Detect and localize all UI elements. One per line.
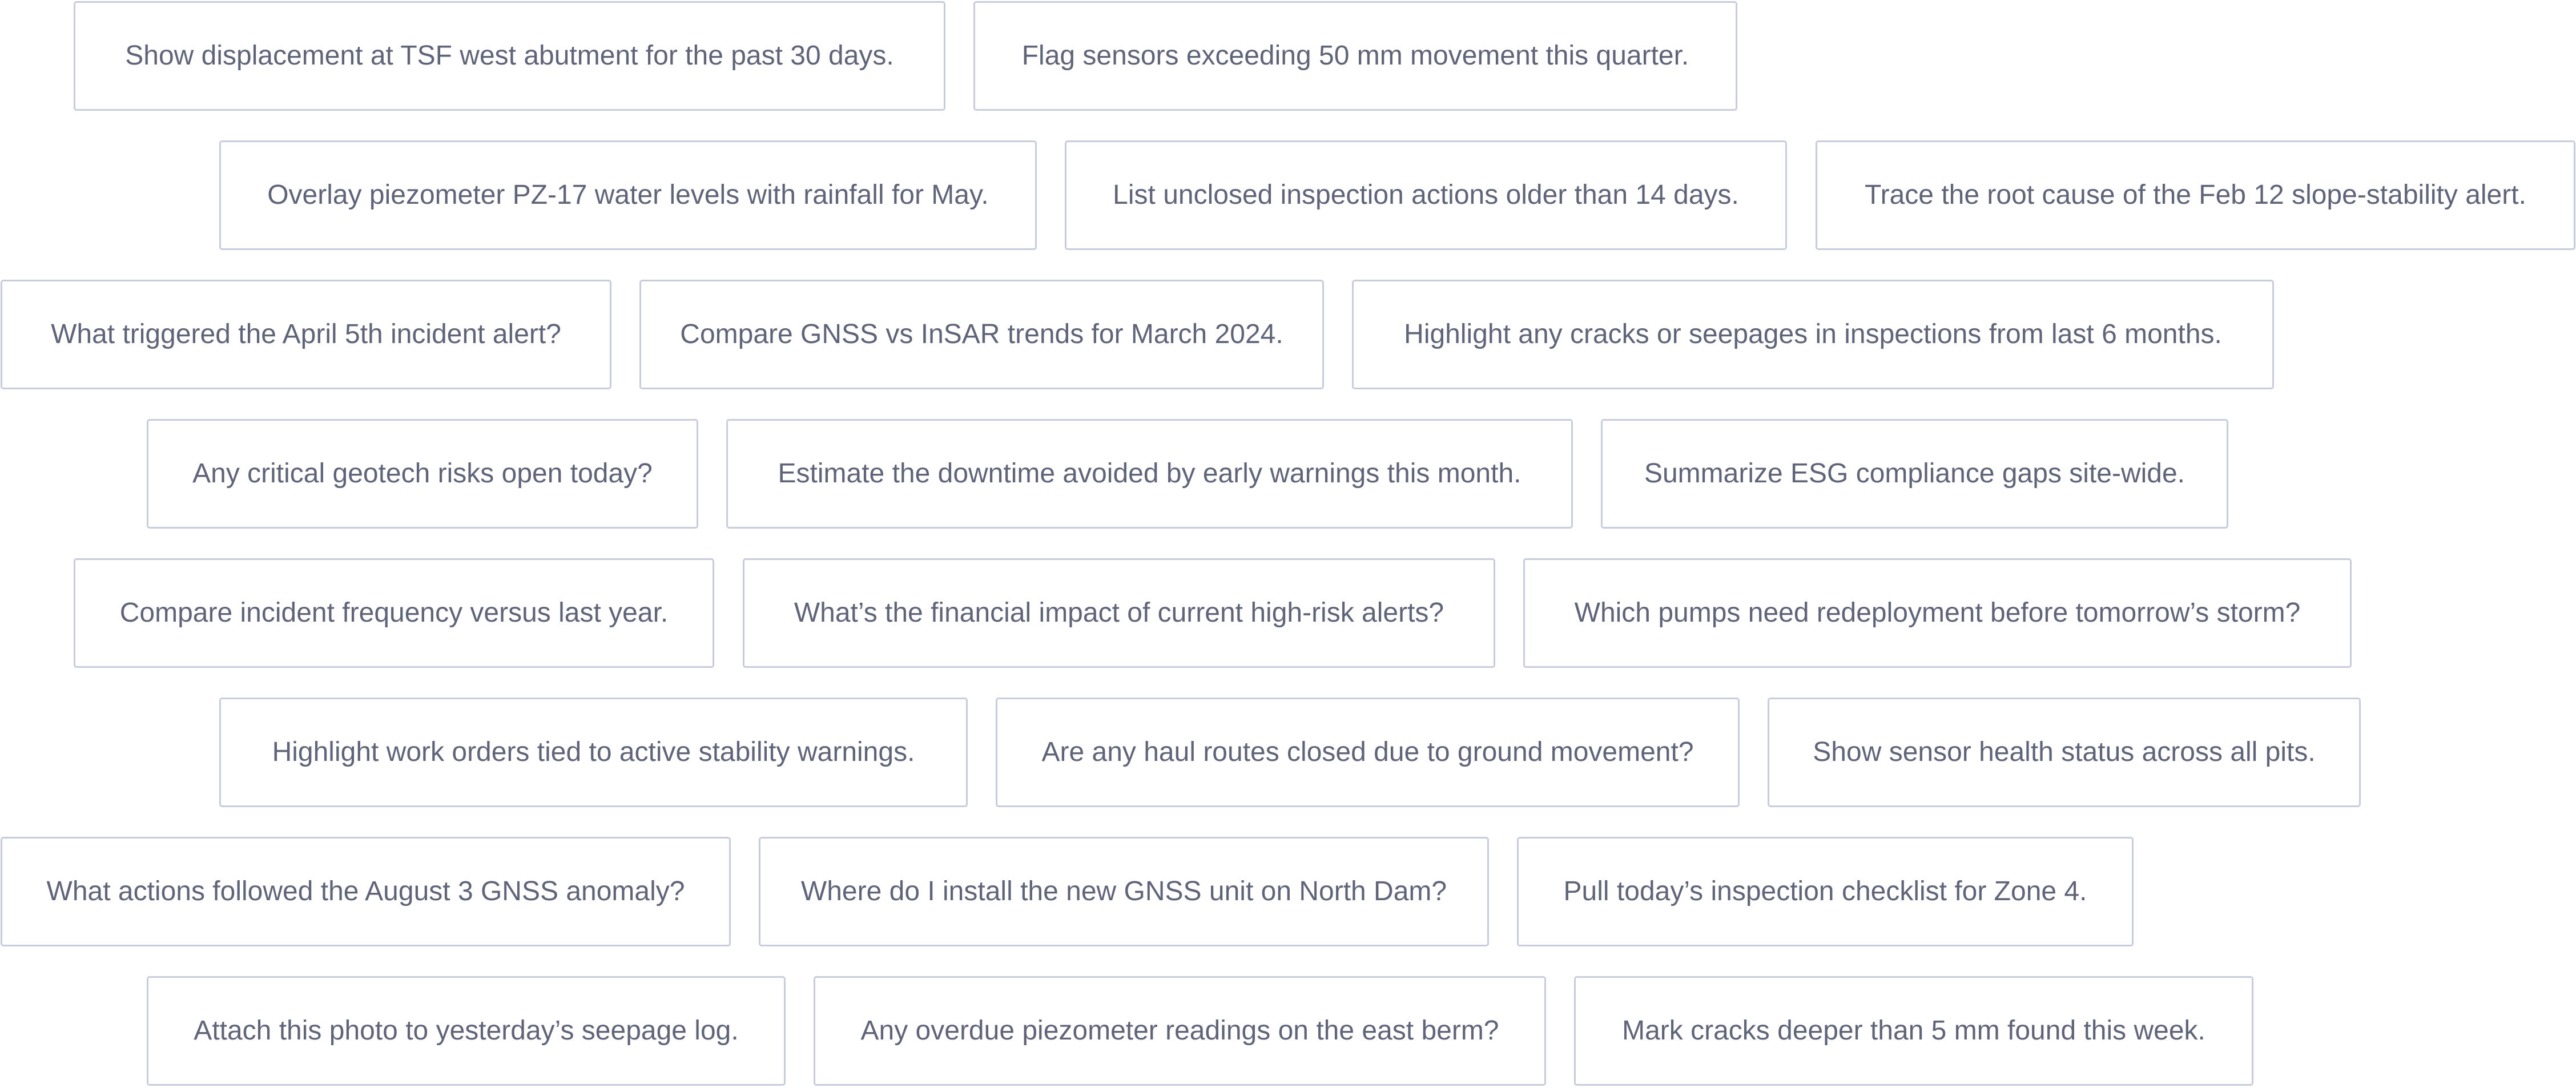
suggestion-row: Overlay piezometer PZ-17 water levels wi… — [0, 140, 2576, 252]
suggestion-chip-label: Highlight any cracks or seepages in insp… — [1404, 319, 2222, 349]
suggestion-chip-label: Show sensor health status across all pit… — [1813, 737, 2316, 767]
suggestion-chip-label: List unclosed inspection actions older t… — [1113, 180, 1739, 210]
suggestion-chip-label: Any critical geotech risks open today? — [192, 458, 653, 489]
suggestion-chip-label: Flag sensors exceeding 50 mm movement th… — [1021, 41, 1689, 71]
suggestion-chip[interactable]: Compare GNSS vs InSAR trends for March 2… — [639, 280, 1324, 389]
suggestion-chip-label: Where do I install the new GNSS unit on … — [800, 876, 1447, 906]
suggestion-row: Highlight work orders tied to active sta… — [0, 698, 2576, 809]
suggestion-chip[interactable]: Highlight work orders tied to active sta… — [219, 698, 968, 807]
suggestion-chip-label: Any overdue piezometer readings on the e… — [860, 1016, 1499, 1046]
suggestion-chip[interactable]: Overlay piezometer PZ-17 water levels wi… — [219, 140, 1037, 250]
suggestion-chip-label: Mark cracks deeper than 5 mm found this … — [1622, 1016, 2205, 1046]
suggestion-chip-label: Are any haul routes closed due to ground… — [1041, 737, 1694, 767]
suggestion-chip-label: Highlight work orders tied to active sta… — [272, 737, 915, 767]
suggestion-chip[interactable]: Mark cracks deeper than 5 mm found this … — [1574, 976, 2253, 1086]
suggestion-chip-label: What actions followed the August 3 GNSS … — [46, 876, 685, 906]
suggestion-chip[interactable]: What triggered the April 5th incident al… — [1, 280, 611, 389]
suggestion-chip-label: Pull today’s inspection checklist for Zo… — [1563, 876, 2087, 906]
suggestion-chip-label: Compare incident frequency versus last y… — [119, 598, 669, 628]
suggestion-chip-label: Which pumps need redeployment before tom… — [1574, 598, 2301, 628]
suggestion-chip-label: Estimate the downtime avoided by early w… — [778, 458, 1522, 489]
suggestion-chip-label: Attach this photo to yesterday’s seepage… — [194, 1016, 739, 1046]
suggestion-row: What actions followed the August 3 GNSS … — [0, 837, 2576, 949]
suggestion-row: Any critical geotech risks open today? E… — [0, 419, 2576, 531]
suggestion-chip[interactable]: Are any haul routes closed due to ground… — [996, 698, 1740, 807]
suggestion-chip-label: Summarize ESG compliance gaps site-wide. — [1644, 458, 2185, 489]
suggestion-chip[interactable]: Show displacement at TSF west abutment f… — [74, 1, 945, 111]
suggestion-chip[interactable]: Any critical geotech risks open today? — [147, 419, 698, 529]
suggestion-chip[interactable]: Where do I install the new GNSS unit on … — [759, 837, 1489, 946]
suggestion-chip-label: What triggered the April 5th incident al… — [51, 319, 561, 349]
suggestion-chip[interactable]: Summarize ESG compliance gaps site-wide. — [1601, 419, 2228, 529]
suggestion-chip[interactable]: What actions followed the August 3 GNSS … — [1, 837, 731, 946]
suggestion-row: Show displacement at TSF west abutment f… — [0, 1, 2576, 113]
suggestion-chip[interactable]: Pull today’s inspection checklist for Zo… — [1517, 837, 2134, 946]
suggestion-chip-label: What’s the financial impact of current h… — [794, 598, 1444, 628]
suggestion-row: What triggered the April 5th incident al… — [0, 280, 2576, 392]
suggestion-chip[interactable]: Flag sensors exceeding 50 mm movement th… — [973, 1, 1737, 111]
suggestion-chip-label: Show displacement at TSF west abutment f… — [125, 41, 894, 71]
suggestion-chip[interactable]: What’s the financial impact of current h… — [743, 558, 1495, 668]
suggestion-chip[interactable]: Any overdue piezometer readings on the e… — [814, 976, 1546, 1086]
suggestion-chip[interactable]: Show sensor health status across all pit… — [1768, 698, 2361, 807]
suggestion-chip[interactable]: List unclosed inspection actions older t… — [1065, 140, 1787, 250]
suggestion-chip[interactable]: Trace the root cause of the Feb 12 slope… — [1816, 140, 2575, 250]
suggestion-chip[interactable]: Which pumps need redeployment before tom… — [1523, 558, 2352, 668]
suggestion-chip[interactable]: Attach this photo to yesterday’s seepage… — [147, 976, 786, 1086]
suggestion-chip[interactable]: Compare incident frequency versus last y… — [74, 558, 714, 668]
suggestion-chip-label: Overlay piezometer PZ-17 water levels wi… — [267, 180, 989, 210]
suggestion-row: Compare incident frequency versus last y… — [0, 558, 2576, 670]
suggestion-chip-label: Compare GNSS vs InSAR trends for March 2… — [680, 319, 1283, 349]
suggestion-row: Attach this photo to yesterday’s seepage… — [0, 976, 2576, 1088]
suggestion-chip-label: Trace the root cause of the Feb 12 slope… — [1865, 180, 2526, 210]
suggestion-chip[interactable]: Highlight any cracks or seepages in insp… — [1352, 280, 2274, 389]
suggestion-chip[interactable]: Estimate the downtime avoided by early w… — [726, 419, 1573, 529]
